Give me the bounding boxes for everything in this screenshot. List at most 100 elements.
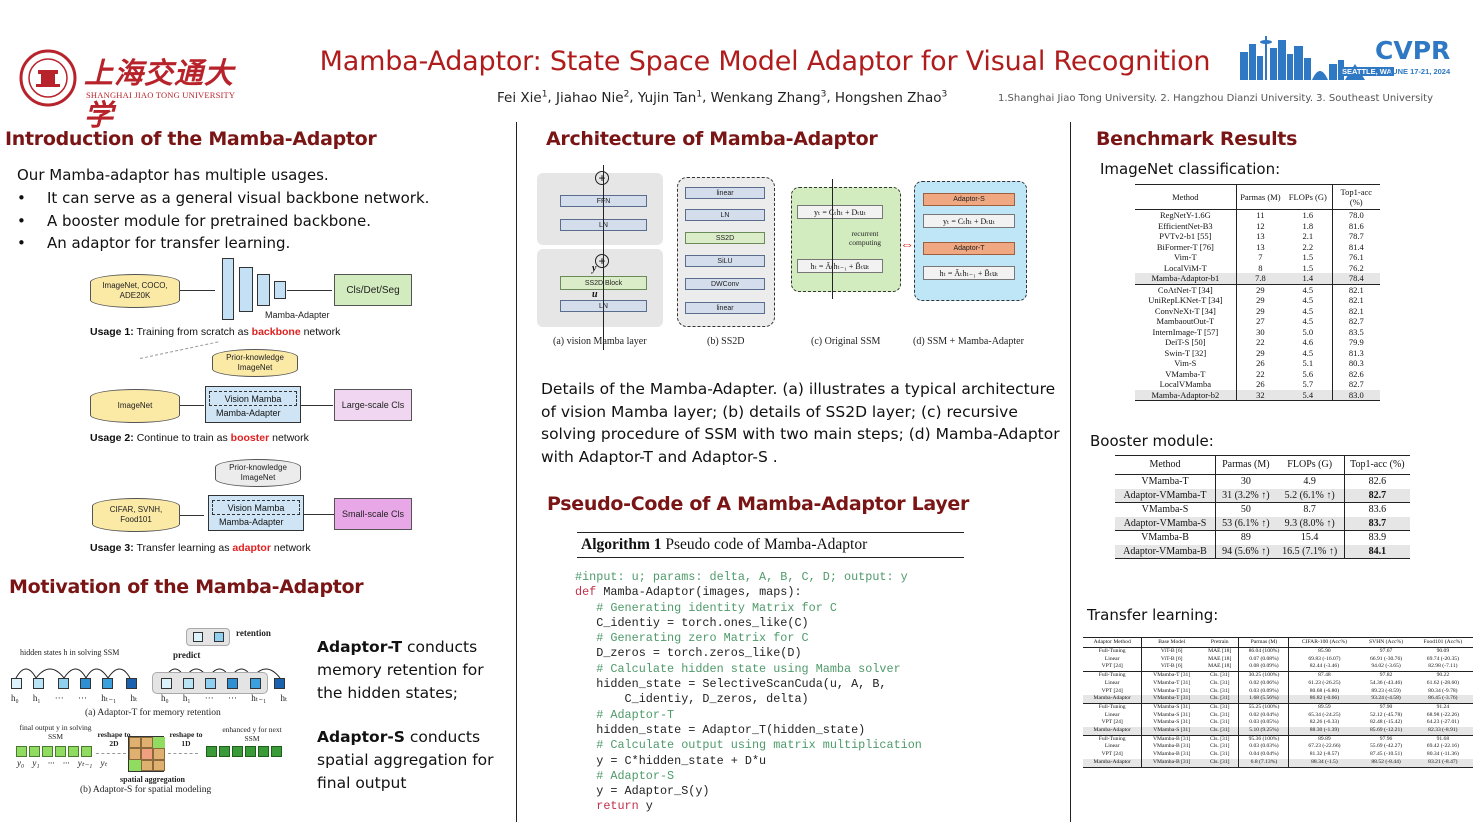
pseudo-code-block: #input: u; params: delta, A, B, C, D; ou… xyxy=(575,570,922,815)
sjtu-chinese-name: 上海交通大学 xyxy=(84,56,235,132)
intro-bullet: •An adaptor for transfer learning. xyxy=(17,234,291,252)
table-cell: 82.7 xyxy=(1348,379,1364,389)
table-cell: 66.91 (-30.76) xyxy=(1369,655,1403,662)
table-cell: Cls. [31] xyxy=(1201,671,1240,680)
table-cell: 61.62 (-28.60) xyxy=(1426,679,1459,686)
hidden-state-square xyxy=(274,678,285,689)
usage2-caption: Usage 2: Continue to train as booster ne… xyxy=(90,432,309,444)
hidden-state-square xyxy=(11,678,22,689)
code-line: def Mamba-Adaptor(images, maps): xyxy=(575,585,802,600)
column-header: Top1-acc (%) xyxy=(1340,187,1373,207)
ss2d-layer-block: linear xyxy=(685,302,765,314)
table-cell: VMamba-S xyxy=(1115,502,1216,517)
column-header: Adaptor Method xyxy=(1083,637,1143,648)
usage1-caption: Usage 1: Training from scratch as backbo… xyxy=(90,326,341,338)
table-cell: MAE [18] xyxy=(1201,655,1240,664)
table-cell: 22 xyxy=(1256,368,1265,379)
output-square xyxy=(68,746,79,757)
output-square xyxy=(55,746,66,757)
table-cell: 82.7 xyxy=(1368,489,1387,501)
table-cell: Adaptor-VMamba-S xyxy=(1115,516,1216,531)
code-line: return y xyxy=(575,799,653,814)
table-cell: 29 xyxy=(1256,347,1265,358)
table-cell: 0.03 (0.03%) xyxy=(1238,743,1290,752)
column-header: Pretrain xyxy=(1201,637,1240,648)
usage3-model-label: Mamba-Adapter xyxy=(219,517,284,527)
code-line: hidden_state = SelectiveScanCuda(u, A, B… xyxy=(575,677,887,692)
usage3-model-box: Vision Mamba Mamba-Adapter xyxy=(208,495,304,531)
table-cell: 82.48 (-15.42) xyxy=(1369,719,1403,726)
table-cell: 1.68 (5.56%) xyxy=(1238,695,1290,704)
table-cell: Cls. [31] xyxy=(1201,735,1240,744)
table-cell: 80.34 (-11.36) xyxy=(1426,751,1459,758)
table-cell: VMamba-T xyxy=(1135,368,1237,379)
state-equation: hₜ = Āₜhₜ₋₁ + B̄ₜuₜ xyxy=(797,259,883,273)
output-square xyxy=(245,746,256,757)
adaptor-s-description: Adaptor-S conducts spatial aggregation f… xyxy=(317,728,494,792)
ss2d-layer-block: DWConv xyxy=(685,278,765,290)
table-cell: 9.3 (8.0% ↑) xyxy=(1275,516,1345,531)
hidden-state-square xyxy=(80,678,91,689)
usage1-model-label: Mamba-Adapter xyxy=(265,310,330,320)
ss2d-layer-block: linear xyxy=(685,187,765,199)
table-cell: 65.34 (-24.25) xyxy=(1308,711,1341,718)
output-square xyxy=(81,746,92,757)
usage2-model-box: Vision Mamba Mamba-Adapter xyxy=(205,386,301,423)
table-cell: 81.32 (-8.57) xyxy=(1309,751,1340,758)
table-cell: 5.6 xyxy=(1284,368,1333,379)
table-cell: 55.69 (-42.27) xyxy=(1369,743,1403,750)
table-cell: 4.5 xyxy=(1284,305,1333,316)
adaptor-s-figure: final output y in solving SSM reshape to… xyxy=(0,720,300,800)
table-cell: Swin-T [32] xyxy=(1135,347,1237,358)
usage3-inner-box: Vision Mamba xyxy=(212,500,300,515)
fig-b-caption: (b) Adaptor-S for spatial modeling xyxy=(80,785,212,795)
table-cell: 64.23 (-27.01) xyxy=(1426,719,1459,726)
poster-title: Mamba-Adaptor: State Space Model Adaptor… xyxy=(319,46,1211,77)
table-cell: 84.1 xyxy=(1368,545,1387,557)
table-cell: 88.34 (-1.5) xyxy=(1311,758,1338,765)
table-cell: Full-Tuning xyxy=(1083,703,1143,712)
table-cell: Linear xyxy=(1083,655,1143,664)
table-cell: Linear xyxy=(1083,743,1143,752)
table-cell: 83.5 xyxy=(1348,326,1364,337)
table-cell: Cls. [31] xyxy=(1201,687,1240,696)
table-cell: 4.5 xyxy=(1284,284,1333,295)
table-cell: 1.5 xyxy=(1284,252,1333,263)
author-affiliation-index: 2 xyxy=(623,89,630,99)
table-cell: 68.98 (-22.26) xyxy=(1426,711,1459,718)
predict-label: predict xyxy=(173,650,201,660)
column-header: Parmas (M) xyxy=(1238,637,1290,648)
hidden-states-label: hidden states h in solving SSM xyxy=(20,648,120,657)
table-cell: LocalVMamba xyxy=(1135,379,1237,390)
table-cell: 5.10 (9.25%) xyxy=(1238,727,1290,736)
author-affiliation-index: 1 xyxy=(541,89,548,99)
table-cell: 0.04 (0.04%) xyxy=(1238,751,1290,759)
table-cell: Adaptor-VMamba-B xyxy=(1115,544,1216,559)
code-line: # Calculate hidden state using Mamba sol… xyxy=(575,661,901,676)
author-name: Yujin Tan1 xyxy=(637,89,703,106)
table-cell: 82.6 xyxy=(1348,368,1364,379)
table-cell: 97.82 xyxy=(1379,672,1393,679)
adaptor-t-description: Adaptor-T conducts memory retention for … xyxy=(317,638,484,702)
table-cell: Cls. [31] xyxy=(1201,695,1240,704)
table-cell: VMamba-S [31] xyxy=(1153,711,1191,718)
table-row: VPT [24]ViT-B [6]MAE [18]0.08 (0.09%)82.… xyxy=(1083,663,1473,672)
reshape-2d-label: reshape to 2D xyxy=(97,730,131,748)
table-cell: Cls. [31] xyxy=(1201,703,1240,712)
table-cell: CoAtNet-T [34] xyxy=(1135,284,1237,295)
table-cell: 2.2 xyxy=(1284,241,1333,252)
output-square xyxy=(16,746,27,757)
table-cell: 50 xyxy=(1240,504,1251,515)
table-cell: 91.24 xyxy=(1436,703,1450,710)
output-square xyxy=(271,746,282,757)
table-cell: 55.25 (100%) xyxy=(1238,703,1290,712)
column-header: Method xyxy=(1135,184,1237,210)
column-divider-right xyxy=(1070,122,1071,822)
